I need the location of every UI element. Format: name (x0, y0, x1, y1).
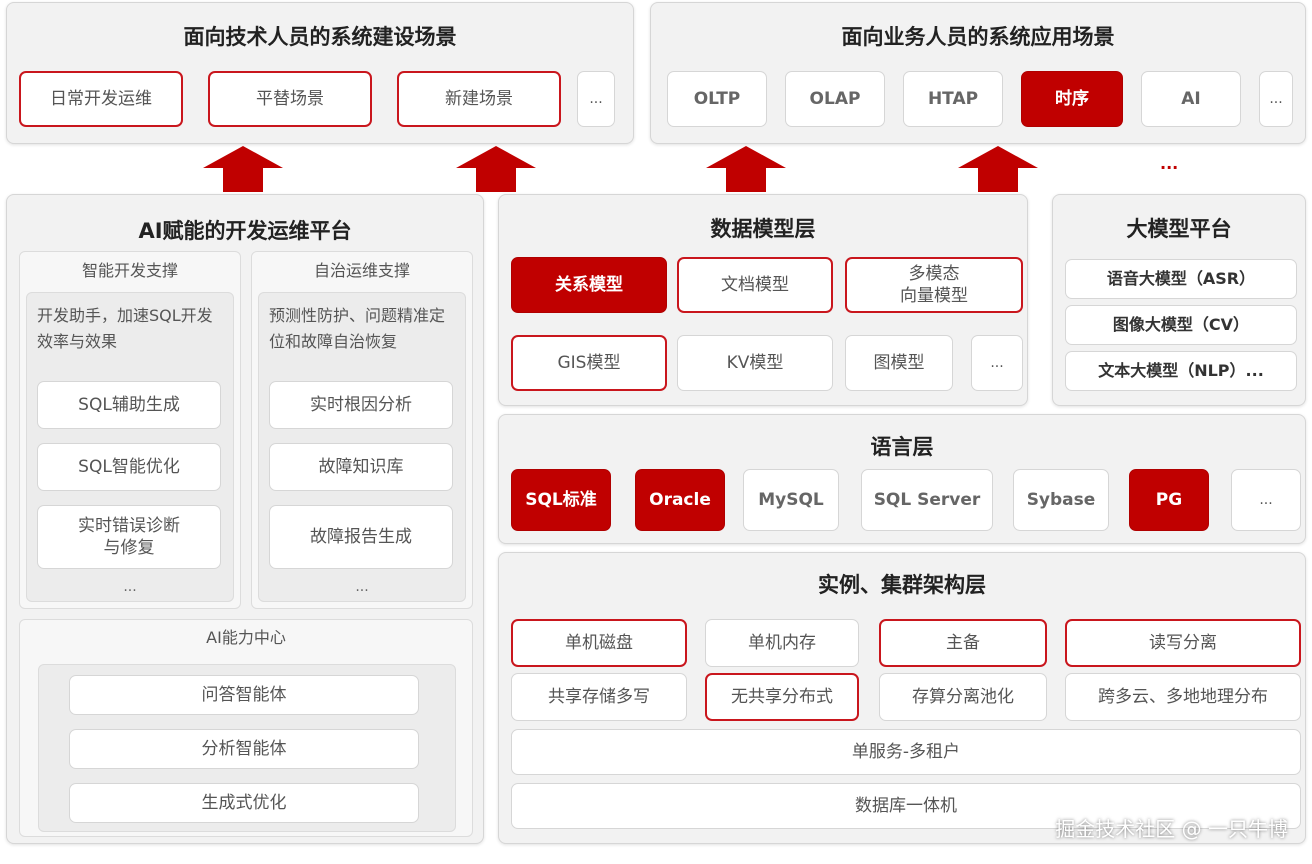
up-arrow-icon (456, 146, 536, 192)
ai-platform-title: AI赋能的开发运维平台 (138, 219, 352, 243)
dev-support-more: ... (123, 579, 137, 595)
ops-support-more: ... (355, 579, 369, 595)
lang-mysql: MySQL (743, 469, 839, 531)
model-kv: KV模型 (677, 335, 833, 391)
ai-center-qa-agent: 问答智能体 (69, 675, 419, 715)
lang-oracle: Oracle (635, 469, 725, 531)
model-graph: 图模型 (845, 335, 953, 391)
cluster-panel: 实例、集群架构层 单机磁盘 单机内存 主备 读写分离 共享存储多写 无共享分布式… (498, 552, 1306, 844)
model-relational: 关系模型 (511, 257, 667, 313)
language-title: 语言层 (870, 435, 934, 459)
business-scenario-panel: 面向业务人员的系统应用场景 OLTP OLAP HTAP 时序 AI ... (650, 2, 1306, 144)
cluster-single-disk: 单机磁盘 (511, 619, 687, 667)
up-arrow-icon (706, 146, 786, 192)
tech-item-replacement: 平替场景 (208, 71, 372, 127)
tech-item-more: ... (577, 71, 615, 127)
ai-center-inner: 问答智能体 分析智能体 生成式优化 (38, 664, 456, 832)
cluster-multi-cloud: 跨多云、多地地理分布 (1065, 673, 1301, 721)
ops-support-section: 自治运维支撑 预测性防护、问题精准定位和故障自治恢复 实时根因分析 故障知识库 … (251, 251, 473, 609)
data-model-title: 数据模型层 (710, 217, 816, 241)
ai-center-title: AI能力中心 (206, 628, 286, 647)
lang-pg: PG (1129, 469, 1209, 531)
biz-item-oltp: OLTP (667, 71, 767, 127)
model-more: ... (971, 335, 1023, 391)
ops-support-inner: 预测性防护、问题精准定位和故障自治恢复 实时根因分析 故障知识库 故障报告生成 … (258, 292, 466, 602)
cluster-read-write-split: 读写分离 (1065, 619, 1301, 667)
dev-support-desc: 开发助手，加速SQL开发效率与效果 (37, 306, 213, 351)
dev-item-error-diagnosis: 实时错误诊断 与修复 (37, 505, 221, 569)
lang-sybase: Sybase (1013, 469, 1109, 531)
ai-center-section: AI能力中心 问答智能体 分析智能体 生成式优化 (19, 619, 473, 837)
ops-support-title: 自治运维支撑 (313, 261, 410, 280)
llm-asr: 语音大模型（ASR） (1065, 259, 1297, 299)
ops-item-root-cause: 实时根因分析 (269, 381, 453, 429)
up-arrow-icon (958, 146, 1038, 192)
cluster-db-appliance: 数据库一体机 (511, 783, 1301, 829)
lang-sql-server: SQL Server (861, 469, 993, 531)
tech-item-new-build: 新建场景 (397, 71, 561, 127)
llm-cv: 图像大模型（CV） (1065, 305, 1297, 345)
dev-support-section: 智能开发支撑 开发助手，加速SQL开发效率与效果 SQL辅助生成 SQL智能优化… (19, 251, 241, 609)
cluster-single-memory: 单机内存 (705, 619, 859, 667)
language-panel: 语言层 SQL标准 Oracle MySQL SQL Server Sybase… (498, 414, 1306, 544)
tech-item-daily-ops: 日常开发运维 (19, 71, 183, 127)
biz-item-olap: OLAP (785, 71, 885, 127)
ai-center-analysis-agent: 分析智能体 (69, 729, 419, 769)
ai-center-gen-optimize: 生成式优化 (69, 783, 419, 823)
lang-sql-standard: SQL标准 (511, 469, 611, 531)
ops-item-fault-report: 故障报告生成 (269, 505, 453, 569)
biz-item-more: ... (1259, 71, 1293, 127)
biz-item-ai: AI (1141, 71, 1241, 127)
cluster-shared-storage: 共享存储多写 (511, 673, 687, 721)
more-indicator: ... (1160, 154, 1179, 173)
llm-nlp: 文本大模型（NLP）... (1065, 351, 1297, 391)
ops-item-knowledge-base: 故障知识库 (269, 443, 453, 491)
dev-item-sql-gen: SQL辅助生成 (37, 381, 221, 429)
ai-platform-panel: AI赋能的开发运维平台 智能开发支撑 开发助手，加速SQL开发效率与效果 SQL… (6, 194, 484, 844)
cluster-multi-tenant: 单服务-多租户 (511, 729, 1301, 775)
lang-more: ... (1231, 469, 1301, 531)
dev-item-sql-opt: SQL智能优化 (37, 443, 221, 491)
tech-scenario-panel: 面向技术人员的系统建设场景 日常开发运维 平替场景 新建场景 ... (6, 2, 634, 144)
dev-support-inner: 开发助手，加速SQL开发效率与效果 SQL辅助生成 SQL智能优化 实时错误诊断… (26, 292, 234, 602)
dev-support-title: 智能开发支撑 (81, 261, 178, 280)
biz-item-timeseries: 时序 (1021, 71, 1123, 127)
ops-support-desc: 预测性防护、问题精准定位和故障自治恢复 (269, 306, 446, 351)
model-gis: GIS模型 (511, 335, 667, 391)
business-scenario-title: 面向业务人员的系统应用场景 (841, 25, 1115, 49)
cluster-shared-nothing: 无共享分布式 (705, 673, 859, 721)
cluster-title: 实例、集群架构层 (818, 573, 986, 597)
cluster-primary-standby: 主备 (879, 619, 1047, 667)
biz-item-htap: HTAP (903, 71, 1003, 127)
up-arrow-icon (203, 146, 283, 192)
model-document: 文档模型 (677, 257, 833, 313)
llm-platform-panel: 大模型平台 语音大模型（ASR） 图像大模型（CV） 文本大模型（NLP）... (1052, 194, 1306, 406)
llm-platform-title: 大模型平台 (1126, 217, 1232, 241)
watermark: 掘金技术社区 @ 一只牛博 (1055, 817, 1288, 841)
model-multimodal-vector: 多模态 向量模型 (845, 257, 1023, 313)
tech-scenario-title: 面向技术人员的系统建设场景 (183, 25, 457, 49)
cluster-compute-storage-pool: 存算分离池化 (879, 673, 1047, 721)
data-model-panel: 数据模型层 关系模型 文档模型 多模态 向量模型 GIS模型 KV模型 图模型 … (498, 194, 1028, 406)
